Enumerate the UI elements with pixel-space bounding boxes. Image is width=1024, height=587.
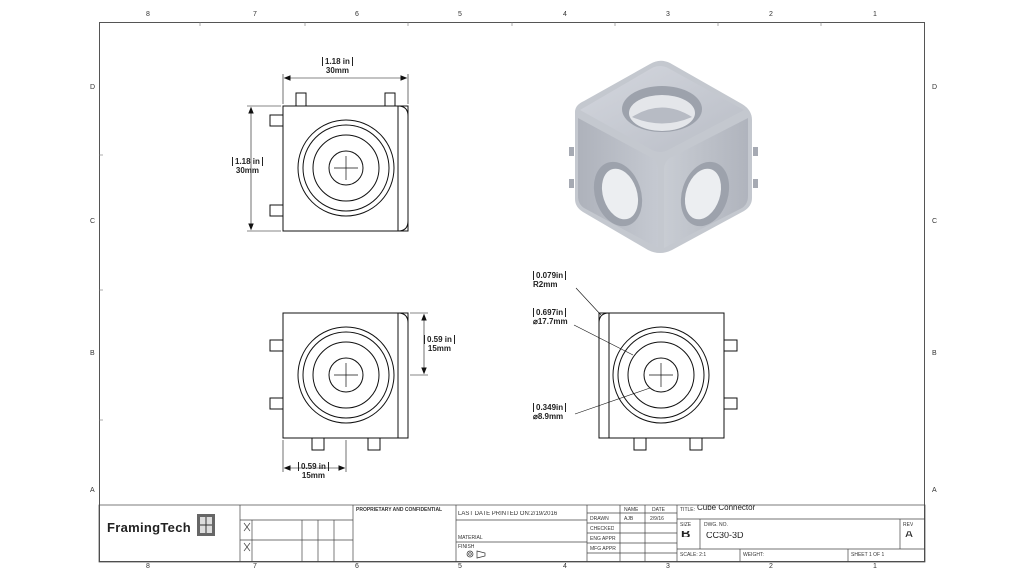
- zone-label-side: A: [932, 487, 937, 494]
- rev-label: REV: [903, 522, 914, 528]
- eng-appr-label: ENG APPR: [590, 536, 616, 542]
- drawing-number: CC30-3D: [706, 532, 744, 538]
- top-view: [247, 74, 409, 232]
- right-view: [573, 287, 738, 451]
- zone-label-bottom: 5: [458, 563, 462, 570]
- front-view: [269, 312, 428, 472]
- proprietary-heading: PROPRIETARY AND CONFIDENTIAL: [356, 507, 443, 513]
- sheet-count: SHEET 1 OF 1: [851, 552, 885, 558]
- isometric-cube-render: [569, 60, 758, 254]
- zone-label-top: 2: [769, 11, 773, 18]
- zone-label-side: D: [932, 84, 938, 91]
- title-label: TITLE:: [680, 507, 696, 513]
- zone-label-top: 4: [563, 11, 567, 18]
- zone-label-top: 8: [146, 11, 150, 18]
- dim-inner-diameter: 0.349in⌀8.9mm: [533, 403, 567, 421]
- drawing-title: Cube Connector: [697, 505, 756, 511]
- drawn-label: DRAWN: [590, 516, 609, 522]
- drawn-name: AJB: [624, 516, 634, 522]
- drawn-date: 2/9/16: [650, 516, 664, 522]
- zone-label-bottom: 2: [769, 563, 773, 570]
- projection-symbol-icon: [466, 550, 486, 559]
- date-header: DATE: [652, 507, 665, 513]
- dim-outer-diameter: 0.697in⌀17.7mm: [533, 308, 568, 326]
- zone-label-bottom: 1: [873, 563, 877, 570]
- zone-label-side: B: [932, 350, 937, 357]
- zone-label-side: B: [90, 350, 95, 357]
- size-label: SIZE: [680, 522, 692, 528]
- zone-label-bottom: 7: [253, 563, 257, 570]
- logo-mark-icon: [197, 514, 215, 536]
- material-label: MATERIAL: [458, 535, 483, 541]
- revision: A: [905, 531, 913, 537]
- checked-label: CHECKED: [590, 526, 615, 532]
- weight-label: WEIGHT:: [743, 552, 764, 558]
- zone-label-top: 7: [253, 11, 257, 18]
- zone-label-top: 1: [873, 11, 877, 18]
- zone-label-top: 6: [355, 11, 359, 18]
- zone-label-side: C: [932, 218, 938, 225]
- dwg-no-label: DWG. NO.: [704, 522, 728, 528]
- zone-label-side: C: [90, 218, 96, 225]
- zone-label-bottom: 4: [563, 563, 567, 570]
- scale-label: SCALE: 2:1: [680, 552, 707, 558]
- title-block-grid: [98, 504, 926, 563]
- name-header: NAME: [624, 507, 639, 513]
- sheet-size: B: [681, 531, 690, 537]
- zone-label-bottom: 8: [146, 563, 150, 570]
- zone-label-side: A: [90, 487, 95, 494]
- zone-label-top: 5: [458, 11, 462, 18]
- zone-label-side: D: [90, 84, 96, 91]
- zone-label-top: 3: [666, 11, 670, 18]
- mfg-appr-label: MFG APPR: [590, 546, 616, 552]
- last-printed-date: LAST DATE PRINTED ON:2/19/2016: [458, 511, 558, 517]
- finish-label: FINISH: [458, 544, 475, 550]
- zone-label-bottom: 3: [666, 563, 670, 570]
- company-logo: FramingTech: [107, 520, 191, 535]
- zone-label-bottom: 6: [355, 563, 359, 570]
